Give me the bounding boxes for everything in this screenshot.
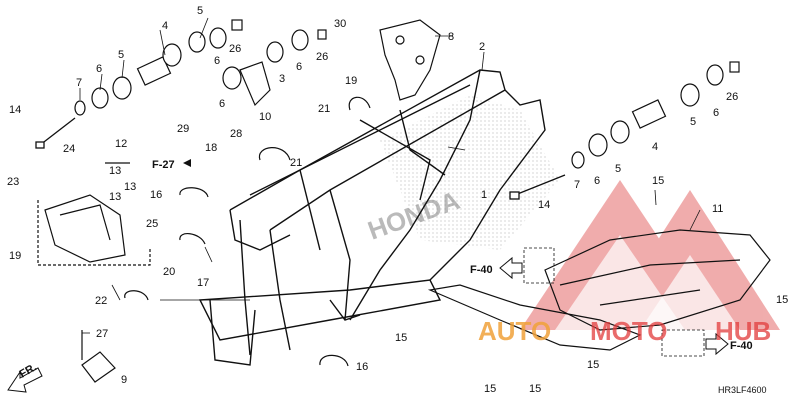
callout-10: 10 xyxy=(259,111,271,123)
skid-plate xyxy=(544,229,771,331)
ref-boxes xyxy=(523,247,705,357)
callout-9: 9 xyxy=(121,374,127,386)
callout-30: 30 xyxy=(334,18,346,30)
callout-6-e: 6 xyxy=(713,107,719,119)
collar-group-left xyxy=(74,19,327,116)
callout-14-left: 14 xyxy=(9,104,21,116)
callout-3: 3 xyxy=(279,73,285,85)
callout-20: 20 xyxy=(163,266,175,278)
callout-22: 22 xyxy=(95,295,107,307)
callout-27: 27 xyxy=(96,328,108,340)
callout-21-lower: 21 xyxy=(290,157,302,169)
callout-15-e: 15 xyxy=(484,383,496,395)
collar-group-right xyxy=(571,61,740,169)
callout-13-b: 13 xyxy=(124,181,136,193)
callout-12: 12 xyxy=(115,138,127,150)
bracket-9 xyxy=(81,330,116,383)
callout-25: 25 xyxy=(146,218,158,230)
callout-28: 28 xyxy=(230,128,242,140)
front-arrow xyxy=(7,367,43,393)
callout-15-d: 15 xyxy=(587,359,599,371)
callout-16-lower: 16 xyxy=(356,361,368,373)
callout-24: 24 xyxy=(63,143,75,155)
callout-13-a: 13 xyxy=(109,165,121,177)
bracket-8 xyxy=(379,19,441,101)
callout-15-c: 15 xyxy=(776,294,788,306)
lower-guard xyxy=(427,284,642,351)
callout-26-c: 26 xyxy=(726,91,738,103)
callout-29: 29 xyxy=(177,123,189,135)
callout-6-c: 6 xyxy=(219,98,225,110)
callout-2: 2 xyxy=(479,41,485,53)
arrow-f27 xyxy=(183,159,191,167)
callout-19-lower: 19 xyxy=(9,250,21,262)
callout-6-a: 6 xyxy=(96,63,102,75)
drawing-code: HR3LF4600 xyxy=(718,385,767,395)
watermark-graphic xyxy=(520,180,780,330)
ref-label-f27: F-27 xyxy=(152,159,175,171)
callout-23: 23 xyxy=(7,176,19,188)
callout-5-c: 5 xyxy=(690,116,696,128)
callout-14-right: 14 xyxy=(538,199,550,211)
callout-6-d: 6 xyxy=(296,61,302,73)
callout-15-b: 15 xyxy=(395,332,407,344)
callout-5-a: 5 xyxy=(197,5,203,17)
callout-1: 1 xyxy=(481,189,487,201)
leader-lines xyxy=(79,17,701,334)
callout-26-a: 26 xyxy=(229,43,241,55)
hatched-area xyxy=(380,95,560,250)
ref-label-f40-right: F-40 xyxy=(730,340,753,352)
watermark-part2: MOTO xyxy=(590,316,668,346)
callout-6-f: 6 xyxy=(594,175,600,187)
callout-15-a: 15 xyxy=(652,175,664,187)
callout-7-right: 7 xyxy=(574,179,580,191)
callout-13-c: 13 xyxy=(109,191,121,203)
callout-numbers: 1 2 3 4 4 5 5 5 5 6 6 6 6 6 6 7 7 8 9 10… xyxy=(7,5,788,395)
callout-21-upper: 21 xyxy=(318,103,330,115)
callout-7-left: 7 xyxy=(76,77,82,89)
arrow-f40-left xyxy=(499,256,523,280)
callout-26-b: 26 xyxy=(316,51,328,63)
ref-label-f40-left: F-40 xyxy=(470,264,493,276)
callout-8: 8 xyxy=(448,31,454,43)
callout-16-upper: 16 xyxy=(150,189,162,201)
callout-4-left: 4 xyxy=(162,20,168,32)
callout-15-f: 15 xyxy=(529,383,541,395)
watermark-part3: HUB xyxy=(715,316,771,346)
bracket-12 xyxy=(37,162,151,266)
clamps xyxy=(124,96,371,367)
watermark-part1: AUTO xyxy=(478,316,551,346)
callout-11: 11 xyxy=(712,203,723,215)
callout-6-b: 6 xyxy=(214,55,220,67)
callout-5-b: 5 xyxy=(118,49,124,61)
callout-18: 18 xyxy=(205,142,217,154)
callout-19-upper: 19 xyxy=(345,75,357,87)
callout-5-d: 5 xyxy=(615,163,621,175)
arrow-f40-right xyxy=(705,332,729,356)
callout-17: 17 xyxy=(197,277,209,289)
watermark-text: AUTO MOTO HUB xyxy=(478,316,771,346)
bolt-14-right xyxy=(509,174,566,200)
callout-4-right: 4 xyxy=(652,141,658,153)
bolt-14-left xyxy=(35,117,76,149)
